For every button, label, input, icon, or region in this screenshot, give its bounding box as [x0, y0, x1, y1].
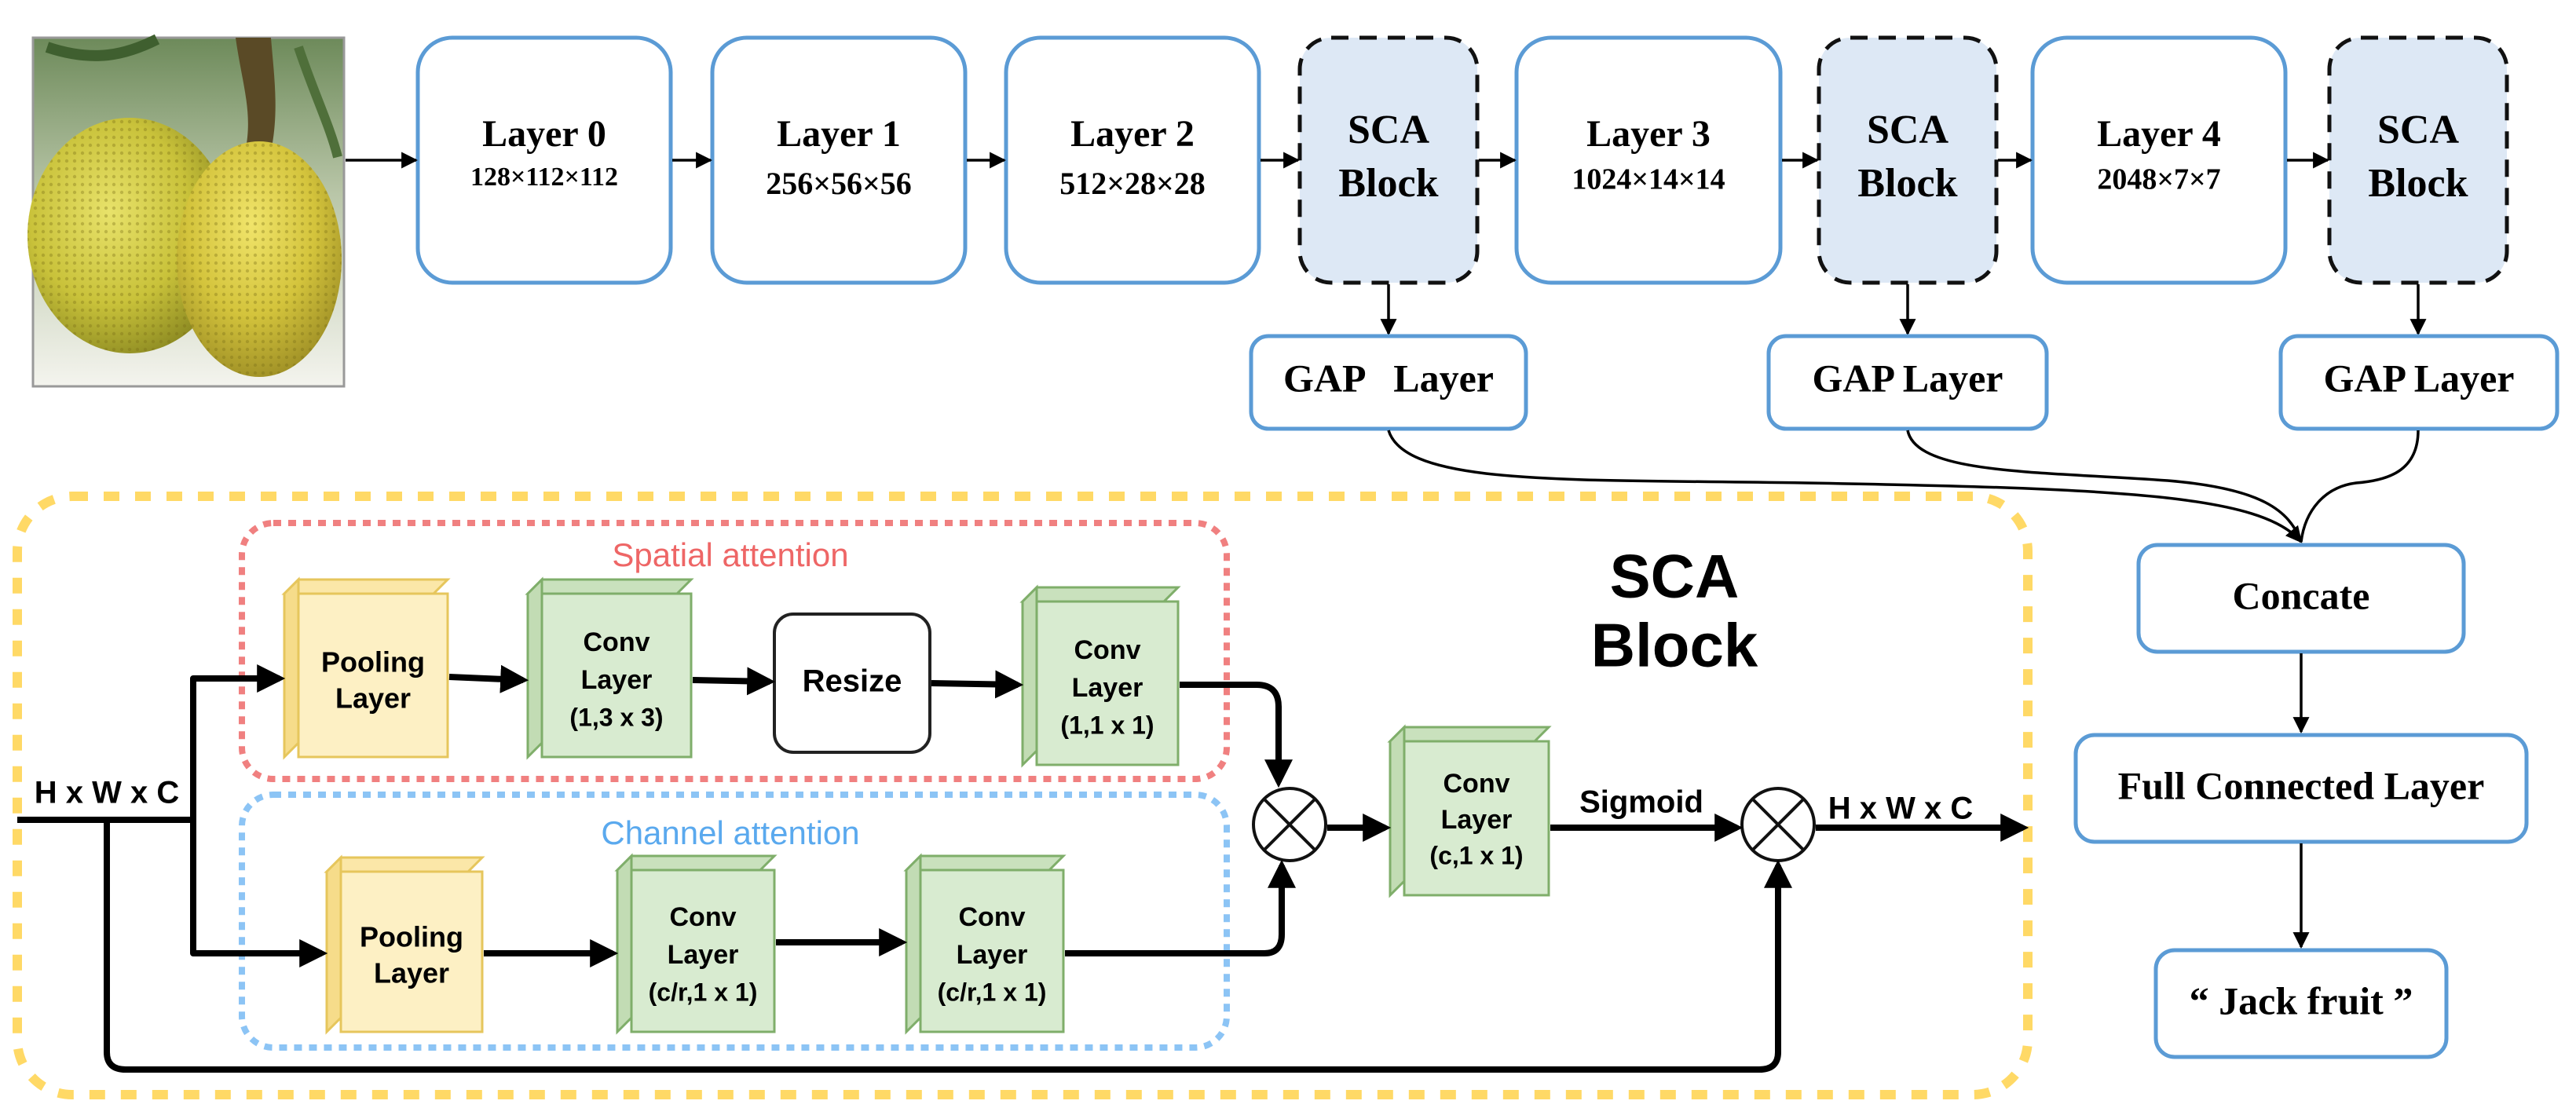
layer0-name: Layer 0	[482, 113, 606, 155]
layer4-box	[2030, 35, 2288, 285]
head-column: Concate Full Connected Layer “ Jack frui…	[2073, 543, 2529, 1059]
sca-detail-border	[13, 492, 2033, 1099]
sca-block-1-line1: SCA	[1348, 108, 1429, 152]
sca-block-2-line1: SCA	[1867, 108, 1948, 152]
spatial-pooling-line1: Pooling	[321, 646, 425, 678]
layer3-dims: 1024×14×14	[1572, 163, 1725, 196]
sca-detail-title-line1: SCA	[1610, 542, 1740, 611]
sca-detail-title-line2: Block	[1591, 611, 1758, 680]
layer0-dims: 128×112×112	[470, 163, 618, 192]
spatial-conv-2-line3: (1,1 x 1)	[1060, 711, 1154, 739]
spatial-conv-2-line2: Layer	[1072, 673, 1143, 703]
gap-row: GAP Layer GAP Layer GAP Layer	[1249, 284, 2560, 543]
spatial-pooling-line2: Layer	[335, 682, 411, 715]
layer3-name: Layer 3	[1586, 113, 1711, 155]
jackfruit-photo	[27, 34, 346, 388]
concate-box	[2136, 543, 2466, 654]
channel-conv-1-line2: Layer	[668, 940, 739, 970]
merge-conv-line2: Layer	[1441, 805, 1513, 835]
gap-layer-1-label: GAP Layer	[1283, 356, 1494, 400]
spatial-conv-1-line2: Layer	[581, 665, 653, 695]
channel-conv-2-line3: (c/r,1 x 1)	[938, 978, 1047, 1006]
layer2-box	[1004, 35, 1261, 285]
sca-block-3-line2: Block	[2368, 161, 2468, 206]
spatial-conv-1-line3: (1,3 x 3)	[569, 703, 663, 731]
spatial-attention-title: Spatial attention	[612, 536, 848, 573]
fc-label: Full Connected Layer	[2118, 763, 2485, 807]
spatial-conv-layer-1: Conv Layer (1,3 x 3)	[525, 576, 694, 760]
channel-pooling-line1: Pooling	[360, 921, 463, 953]
merge-conv-layer: Conv Layer (c,1 x 1)	[1387, 724, 1552, 898]
output-box	[2153, 948, 2449, 1059]
layer3-box	[1514, 35, 1783, 285]
channel-attention-region	[239, 792, 1230, 1051]
sca-detail-panel: SCA Block Spatial attention Channel atte…	[13, 492, 2033, 1099]
layer1-name: Layer 1	[777, 113, 901, 155]
fc-box	[2073, 733, 2529, 844]
spatial-conv-layer-2: Conv Layer (1,1 x 1)	[1019, 584, 1181, 768]
channel-pooling-layer: Pooling Layer	[324, 854, 485, 1035]
gap-to-concate-curves	[1387, 430, 2420, 543]
spatial-conv-1-line1: Conv	[584, 627, 650, 657]
gap-layer-3-label: GAP Layer	[2323, 356, 2514, 400]
spatial-pooling-layer: Pooling Layer	[281, 576, 451, 760]
layer0-box	[415, 35, 673, 285]
layer2-name: Layer 2	[1070, 113, 1195, 155]
concate-label: Concate	[2233, 573, 2370, 617]
spatial-conv-2-line1: Conv	[1074, 635, 1141, 665]
layer4-dims: 2048×7×7	[2097, 163, 2220, 196]
sigmoid-label: Sigmoid	[1579, 785, 1703, 820]
channel-pooling-line2: Layer	[374, 957, 449, 989]
resize-label: Resize	[803, 664, 902, 699]
multiply-node-1	[1252, 787, 1327, 862]
channel-conv-layer-1: Conv Layer (c/r,1 x 1)	[614, 853, 778, 1035]
channel-conv-1-line1: Conv	[670, 902, 737, 932]
channel-conv-layer-2: Conv Layer (c/r,1 x 1)	[903, 853, 1067, 1035]
output-label: “ Jack fruit ”	[2190, 978, 2413, 1022]
gap-layer-2-label: GAP Layer	[1812, 356, 2003, 400]
gap-layer-3	[2278, 334, 2560, 431]
sca-flow-lines	[17, 664, 2029, 1073]
backbone-row: Layer 0 128×112×112 Layer 1 256×56×56 La…	[346, 35, 2509, 285]
spatial-attention-region	[239, 520, 1230, 782]
merge-conv-line1: Conv	[1444, 769, 1510, 799]
multiply-node-2	[1740, 787, 1816, 862]
sca-block-2-line2: Block	[1857, 161, 1957, 206]
channel-conv-2-line2: Layer	[957, 940, 1028, 970]
channel-conv-2-line1: Conv	[959, 902, 1026, 932]
sca-block-1-line2: Block	[1338, 161, 1438, 206]
gap-layer-2	[1766, 334, 2049, 431]
input-shape-label: H x W x C	[35, 776, 179, 810]
sca-block-3-line1: SCA	[2377, 108, 2459, 152]
layer2-dims: 512×28×28	[1059, 166, 1206, 201]
layer4-name: Layer 4	[2097, 113, 2221, 155]
layer1-box	[710, 35, 968, 285]
channel-conv-1-line3: (c/r,1 x 1)	[649, 978, 758, 1006]
channel-attention-title: Channel attention	[601, 814, 859, 851]
output-shape-label: H x W x C	[1828, 792, 1973, 826]
gap-layer-1	[1249, 334, 1528, 431]
layer1-dims: 256×56×56	[766, 166, 912, 201]
merge-conv-line3: (c,1 x 1)	[1429, 841, 1523, 869]
